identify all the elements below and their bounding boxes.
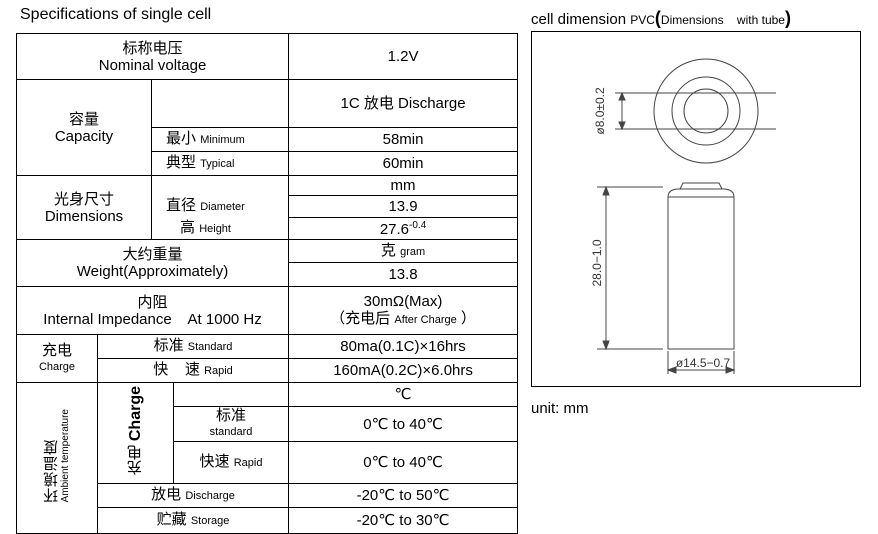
height-value: 27.6-0.4 — [288, 217, 519, 240]
charge-std-label: 标准 Standard — [96, 334, 290, 359]
height-label: 高 Height — [150, 217, 290, 240]
impedance-label: 内阻 Internal Impedance At 1000 Hz — [15, 286, 290, 335]
dimensions-label: 光身尺寸 Dimensions — [16, 175, 152, 240]
capacity-typ-value: 60min — [288, 151, 519, 176]
charge-std-value: 80ma(0.1C)×16hrs — [288, 334, 519, 359]
voltage-label: 标称电压 Nominal voltage — [15, 33, 290, 80]
charge-std-row: 充电 Charge 标准 Standard 80ma(0.1C)×16hrs — [16, 334, 519, 383]
capacity-label: 容量 Capacity — [16, 79, 152, 176]
ambient-rapid-label: 快速 Rapid — [172, 441, 290, 484]
capacity-min-value: 58min — [288, 127, 519, 152]
charge-rapid-value: 160mA(0.2C)×6.0hrs — [288, 358, 519, 383]
ambient-std-label: 标准 standard — [172, 406, 290, 442]
capacity-typ-row: 典型 Typical 60min — [17, 151, 519, 176]
side-height-label: 28.0−1.0 — [590, 239, 604, 286]
ambient-storage-label: 贮藏 Storage — [96, 507, 290, 534]
drawing-frame — [531, 31, 861, 387]
side-view — [597, 182, 736, 374]
diameter-row: 直径 Diameter 13.9 — [17, 195, 519, 218]
impedance-row: 内阻 Internal Impedance At 1000 Hz 30mΩ(Ma… — [15, 286, 519, 335]
weight-value: 13.8 — [288, 262, 519, 287]
top-view — [615, 58, 776, 164]
dimension-title: cell dimension PVC(Dimensions with tube) — [531, 8, 791, 28]
unit-note: unit: mm — [531, 400, 589, 417]
ambient-charge-label: 充电 Charge — [97, 382, 174, 484]
capacity-min-label: 最小 Minimum — [150, 127, 290, 152]
voltage-row: 标称电压 Nominal voltage 1.2V — [15, 33, 519, 80]
cell-drawing: ø8.0±0.2 28.0−1.0 ø14.5−0.7 — [531, 31, 861, 387]
ambient-discharge-label: 放电 Discharge — [96, 483, 290, 508]
ambient-label: 环境温度Ambient temperature — [16, 382, 98, 534]
ambient-storage-value: -20℃ to 30℃ — [288, 507, 519, 534]
diameter-value: 13.9 — [288, 195, 519, 218]
ambient-unit: ℃ — [288, 382, 519, 407]
weight-unit: 克 gram — [288, 239, 519, 263]
weight-label: 大约重量 Weight(Approximately) — [15, 239, 290, 287]
top-diameter-label: ø8.0±0.2 — [593, 87, 607, 135]
charge-label: 充电 Charge — [16, 334, 98, 383]
spec-table: 标称电压 Nominal voltage 1.2V 容量 Capacity 1C… — [15, 33, 519, 534]
dimensions-row: 光身尺寸 Dimensions mm — [16, 175, 519, 240]
ambient-discharge-value: -20℃ to 50℃ — [288, 483, 519, 508]
capacity-typ-label: 典型 Typical — [150, 151, 290, 176]
dimensions-unit: mm — [288, 175, 519, 196]
height-row: 高 Height 27.6-0.4 — [17, 217, 519, 240]
diameter-label: 直径 Diameter — [150, 195, 290, 218]
ambient-std-row: 标准 standard 0℃ to 40℃ — [17, 406, 519, 442]
weight-row: 大约重量 Weight(Approximately) 克 gram — [15, 239, 519, 287]
ambient-discharge-row: 放电 Discharge -20℃ to 50℃ — [17, 483, 519, 508]
charge-rapid-label: 快 速 Rapid — [96, 358, 290, 383]
voltage-value: 1.2V — [288, 33, 519, 80]
capacity-min-row: 最小 Minimum 58min — [17, 127, 519, 152]
side-diameter-label: ø14.5−0.7 — [676, 356, 731, 370]
capacity-header: 1C 放电 Discharge — [288, 79, 519, 128]
impedance-value: 30mΩ(Max) （充电后 After Charge ） — [288, 286, 519, 335]
ambient-rapid-value: 0℃ to 40℃ — [288, 441, 519, 484]
capacity-row: 容量 Capacity 1C 放电 Discharge — [16, 79, 519, 176]
ambient-unit-row: 环境温度Ambient temperature 充电 Charge ℃ — [16, 382, 519, 534]
ambient-storage-row: 贮藏 Storage -20℃ to 30℃ — [17, 507, 519, 534]
ambient-std-value: 0℃ to 40℃ — [288, 406, 519, 442]
ambient-rapid-row: 快速 Rapid 0℃ to 40℃ — [17, 441, 519, 484]
page-title: Specifications of single cell — [20, 6, 212, 23]
